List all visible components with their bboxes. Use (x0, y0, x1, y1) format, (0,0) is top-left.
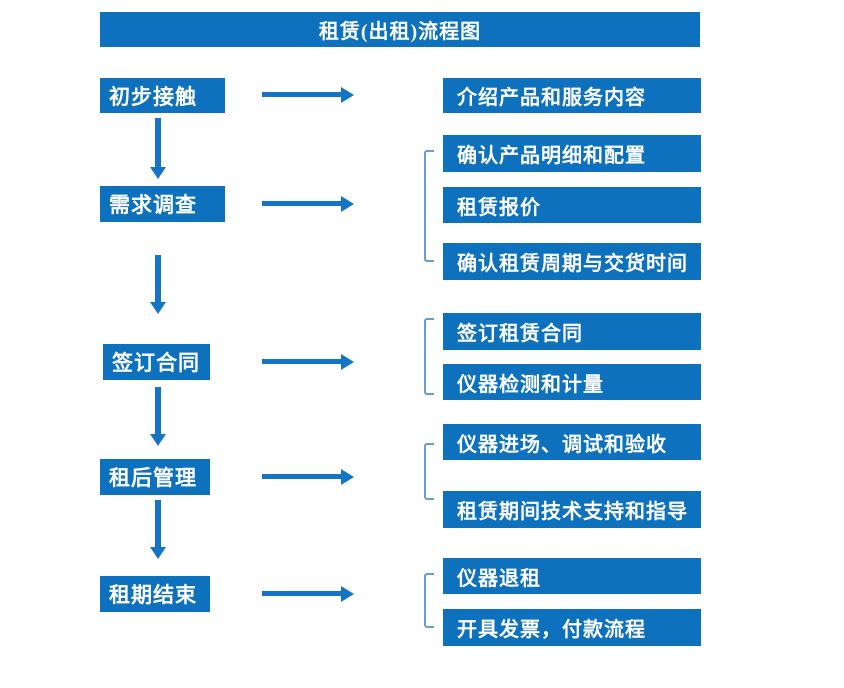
group-bracket-sign-contract (424, 318, 434, 395)
right-arrow-icon (262, 591, 342, 596)
detail-box-confirm-rental-period-delivery: 确认租赁周期与交货时间 (443, 243, 701, 280)
detail-box-instrument-testing-metering: 仪器检测和计量 (443, 364, 701, 400)
flowchart-title: 租赁(出租)流程图 (100, 12, 700, 47)
group-bracket-rental-end (424, 573, 434, 628)
down-arrow-icon (155, 500, 161, 548)
group-bracket-needs-survey (424, 150, 434, 262)
detail-box-invoice-payment-process: 开具发票，付款流程 (443, 609, 701, 646)
detail-box-instrument-setup-acceptance: 仪器进场、调试和验收 (443, 424, 701, 460)
right-arrow-icon (262, 359, 342, 364)
detail-box-introduce-products-services: 介绍产品和服务内容 (443, 78, 701, 113)
group-bracket-post-rental (424, 443, 434, 500)
step-box-initial-contact: 初步接触 (100, 78, 225, 113)
down-arrow-icon (155, 387, 161, 435)
right-arrow-icon (262, 201, 342, 206)
right-arrow-icon (262, 474, 342, 479)
down-arrow-icon (155, 118, 161, 168)
step-box-post-rental-management: 租后管理 (100, 459, 210, 495)
detail-box-confirm-product-details-config: 确认产品明细和配置 (443, 135, 701, 172)
right-arrow-icon (262, 92, 342, 97)
detail-box-rental-quotation: 租赁报价 (443, 187, 701, 223)
detail-box-sign-rental-contract: 签订租赁合同 (443, 313, 701, 350)
step-box-needs-survey: 需求调查 (100, 186, 225, 222)
detail-box-instrument-return: 仪器退租 (443, 558, 701, 594)
step-box-sign-contract: 签订合同 (103, 344, 210, 380)
down-arrow-icon (155, 255, 161, 303)
step-box-rental-end: 租期结束 (100, 576, 210, 612)
detail-box-technical-support-guidance: 租赁期间技术支持和指导 (443, 491, 701, 528)
